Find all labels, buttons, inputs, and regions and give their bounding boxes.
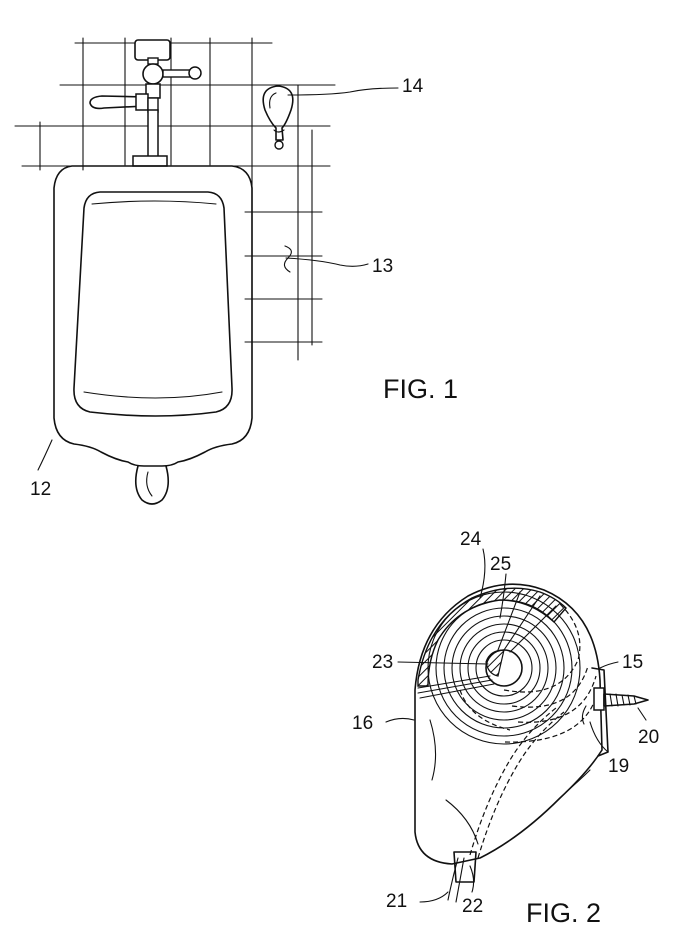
figure-1-caption: FIG. 1 (383, 374, 458, 404)
screw-20 (594, 688, 648, 710)
leader-22 (470, 866, 474, 892)
label-25: 25 (490, 554, 511, 575)
leader-21 (420, 892, 448, 902)
figure-2: 24 25 23 15 16 20 19 21 22 FIG. 2 (352, 529, 659, 928)
fold-line-3 (566, 770, 590, 792)
leader-15 (600, 662, 618, 668)
tube-path (470, 708, 556, 855)
leader-16 (386, 718, 414, 722)
label-21: 21 (386, 891, 407, 912)
label-15: 15 (622, 652, 643, 673)
label-16: 16 (352, 713, 373, 734)
label-23: 23 (372, 652, 393, 673)
label-20: 20 (638, 727, 659, 748)
label-24: 24 (460, 529, 482, 550)
fold-line-1 (430, 720, 436, 780)
label-14: 14 (402, 76, 424, 97)
label-19: 19 (608, 756, 629, 777)
label-12: 12 (30, 479, 51, 500)
urinal-12 (54, 166, 252, 504)
flush-valve (90, 40, 201, 166)
outlet (454, 852, 476, 882)
leader-20 (638, 708, 646, 720)
flattened-paper-section (460, 604, 598, 742)
fold-line-2 (446, 800, 478, 844)
wall-tile-grid (15, 38, 335, 360)
label-22: 22 (462, 896, 483, 917)
leader-19 (590, 722, 608, 752)
figure-2-caption: FIG. 2 (526, 898, 601, 928)
wall-break-mark (284, 246, 291, 272)
leader-12 (38, 440, 52, 470)
figure-1: 14 13 12 FIG. 1 (15, 38, 458, 504)
slot-19 (582, 706, 586, 724)
label-13: 13 (372, 256, 393, 277)
leader-23 (398, 662, 488, 664)
leader-14 (288, 88, 398, 95)
